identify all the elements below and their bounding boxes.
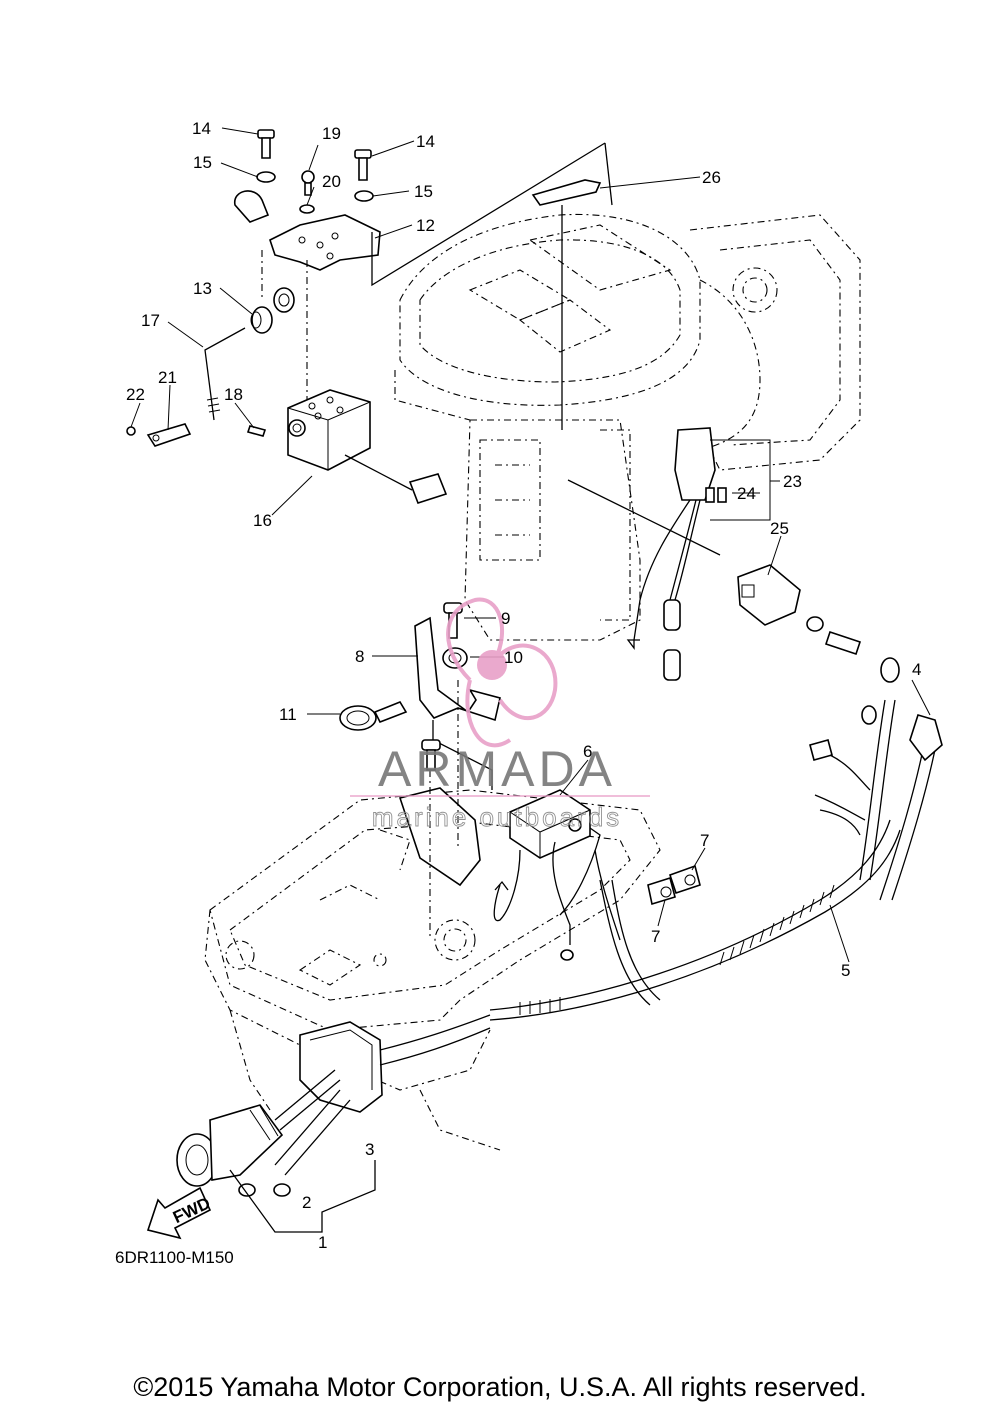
bracket-part-8 [339, 602, 501, 790]
bolt-part-7b [647, 876, 676, 906]
callout-24: 24 [737, 484, 756, 503]
wire-harness-part-5 [489, 657, 943, 1021]
copyright-notice: ©2015 Yamaha Motor Corporation, U.S.A. A… [133, 1372, 867, 1402]
callout-22: 22 [126, 385, 145, 404]
watermark-tagline: marine outboards [372, 802, 622, 832]
fwd-arrow: FWD [146, 1186, 213, 1240]
clip-part [234, 190, 270, 223]
washer-part-20 [299, 204, 315, 214]
callout-10: 10 [504, 648, 523, 667]
callout-labels: 14 15 19 20 14 15 12 13 17 21 22 18 16 2… [126, 119, 921, 1252]
callout-15b: 15 [414, 182, 433, 201]
washer-part-15b [354, 190, 374, 202]
spring-part-13 [250, 306, 273, 334]
clip-part-11 [339, 701, 408, 731]
callout-2: 2 [302, 1193, 311, 1212]
callout-26: 26 [702, 168, 721, 187]
callout-6: 6 [583, 742, 592, 761]
pin-part-18 [246, 425, 267, 437]
switch-part-16 [287, 389, 448, 504]
main-switch-part-1 [176, 1014, 491, 1233]
bracket-part-12 [269, 214, 381, 271]
bolt-lower [398, 680, 481, 940]
callout-15a: 15 [193, 153, 212, 172]
callout-7b: 7 [651, 927, 660, 946]
relay-part-6 [493, 789, 701, 961]
callout-11: 11 [279, 705, 297, 724]
watermark-brand: ARMADA [378, 741, 616, 797]
callout-9: 9 [501, 609, 510, 628]
callout-4: 4 [912, 660, 921, 679]
callout-19: 19 [322, 124, 341, 143]
callout-14b: 14 [416, 132, 435, 151]
part-25 [737, 564, 862, 656]
washer-part-15a [256, 171, 276, 183]
joint-part-21 [146, 423, 192, 447]
engine-block-outline [394, 213, 861, 641]
leader-lines [130, 127, 931, 963]
callout-25: 25 [770, 519, 789, 538]
bolt-part-14a [257, 129, 275, 159]
callout-20: 20 [322, 172, 341, 191]
callout-14a: 14 [192, 119, 211, 138]
link-rod-part-17 [204, 327, 246, 421]
callout-18: 18 [224, 385, 243, 404]
clip-part-22 [126, 426, 136, 436]
callout-16: 16 [253, 511, 272, 530]
callout-1: 1 [318, 1233, 327, 1252]
throttle-bracket-assembly [126, 129, 613, 504]
callout-13: 13 [193, 279, 212, 298]
bolt-part-14b [354, 149, 372, 181]
connector-group-23-24 [567, 427, 727, 681]
bolt-part-7a [668, 864, 701, 895]
callout-3: 3 [365, 1140, 374, 1159]
part-26 [531, 179, 602, 430]
callout-7a: 7 [700, 831, 709, 850]
callout-23: 23 [783, 472, 802, 491]
callout-12: 12 [416, 216, 435, 235]
diagram-code: 6DR1100-M150 [115, 1248, 234, 1267]
callout-21: 21 [158, 368, 177, 387]
watermark: ARMADA marine outboards [350, 597, 650, 832]
callout-17: 17 [141, 311, 160, 330]
callout-8: 8 [355, 647, 364, 666]
callout-5: 5 [841, 961, 850, 980]
